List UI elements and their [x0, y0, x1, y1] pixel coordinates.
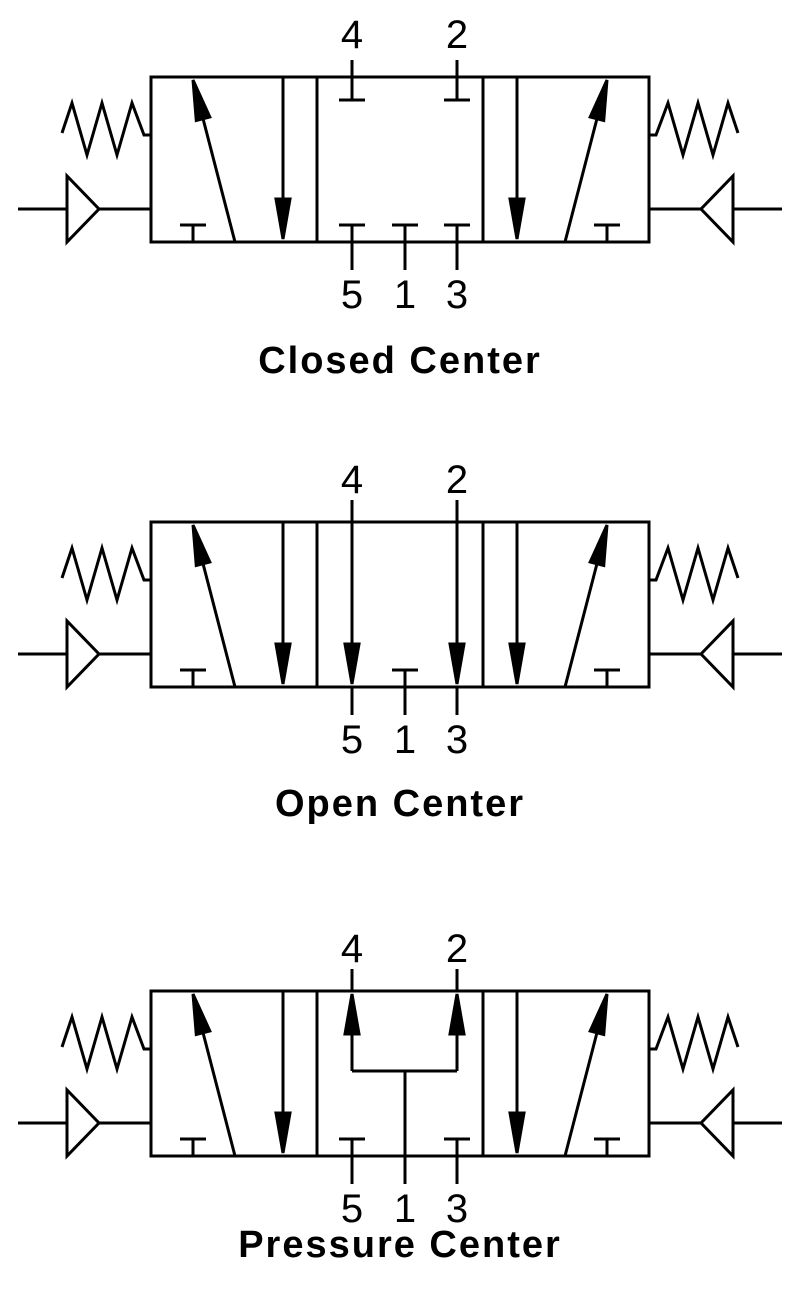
port-label-2: 2 — [446, 927, 468, 971]
right-envelope-arrow-up-shaft — [563, 563, 599, 688]
port-label-3: 3 — [446, 718, 468, 762]
left-spring — [60, 1011, 151, 1075]
right-spring — [649, 97, 740, 161]
valve-frame — [18, 500, 782, 715]
port-label-1: 1 — [394, 273, 416, 317]
left-spring — [60, 542, 151, 606]
valve-frame — [18, 60, 782, 270]
valve-body — [149, 75, 651, 244]
right-envelope-arrow-up-shaft — [563, 1032, 599, 1157]
right-spring — [649, 1011, 740, 1075]
center-arrow-4-to-5-head — [343, 642, 361, 685]
right-envelope-arrow-down-head — [508, 642, 526, 685]
right-envelope-arrow-down-head — [508, 197, 526, 240]
right-pilot-triangle — [698, 172, 735, 246]
valve-closed-center: 4 2 5 1 3 Closed Center — [0, 0, 800, 382]
right-envelope-arrow-down-head — [508, 1111, 526, 1154]
right-envelope-arrow-up-head — [588, 524, 609, 568]
port-label-4: 4 — [341, 13, 363, 57]
port-label-5: 5 — [341, 1187, 363, 1231]
right-pilot-triangle — [698, 1086, 735, 1160]
diagram-title: Pressure Center — [238, 1224, 562, 1266]
right-spring — [649, 542, 740, 606]
left-envelope-arrow-up-head — [191, 993, 212, 1037]
right-pilot-triangle — [698, 617, 735, 691]
port-label-4: 4 — [341, 458, 363, 502]
left-spring — [60, 97, 151, 161]
port-label-1: 1 — [394, 718, 416, 762]
valve-frame — [18, 969, 782, 1184]
valve-symbol: 4 2 5 1 3 — [18, 927, 782, 1231]
left-pilot-triangle — [65, 617, 102, 691]
diagram-title: Closed Center — [258, 340, 542, 382]
center-arrow-2-to-3-head — [448, 642, 466, 685]
left-envelope-arrow-up-shaft — [201, 563, 237, 688]
port-label-4: 4 — [341, 927, 363, 971]
left-pilot-triangle — [65, 172, 102, 246]
valve-symbol: 4 2 5 1 3 — [18, 458, 782, 762]
port-label-3: 3 — [446, 273, 468, 317]
left-envelope-arrow-down-head — [274, 1111, 292, 1154]
center-arrow-to-4-head — [343, 993, 361, 1036]
port-label-5: 5 — [341, 273, 363, 317]
valve-body — [149, 520, 651, 689]
left-envelope-arrow-down-head — [274, 642, 292, 685]
right-envelope-arrow-up-head — [588, 79, 609, 123]
port-label-5: 5 — [341, 718, 363, 762]
valve-open-center: 4 2 5 1 3 Open Center — [0, 445, 800, 825]
valve-body — [149, 989, 651, 1158]
port-label-2: 2 — [446, 458, 468, 502]
left-envelope-arrow-up-shaft — [201, 118, 237, 243]
left-envelope-arrow-down-head — [274, 197, 292, 240]
right-envelope-arrow-up-head — [588, 993, 609, 1037]
left-envelope-arrow-up-head — [191, 79, 212, 123]
center-arrow-to-2-head — [448, 993, 466, 1036]
diagram-title: Open Center — [274, 783, 526, 825]
port-label-3: 3 — [446, 1187, 468, 1231]
port-label-2: 2 — [446, 13, 468, 57]
valve-symbol: 4 2 5 1 3 — [18, 13, 782, 317]
left-pilot-triangle — [65, 1086, 102, 1160]
left-envelope-arrow-up-shaft — [201, 1032, 237, 1157]
right-envelope-arrow-up-shaft — [563, 118, 599, 243]
port-label-1: 1 — [394, 1187, 416, 1231]
left-envelope-arrow-up-head — [191, 524, 212, 568]
valve-pressure-center: 4 2 5 1 3 Pressure Center — [0, 914, 800, 1266]
